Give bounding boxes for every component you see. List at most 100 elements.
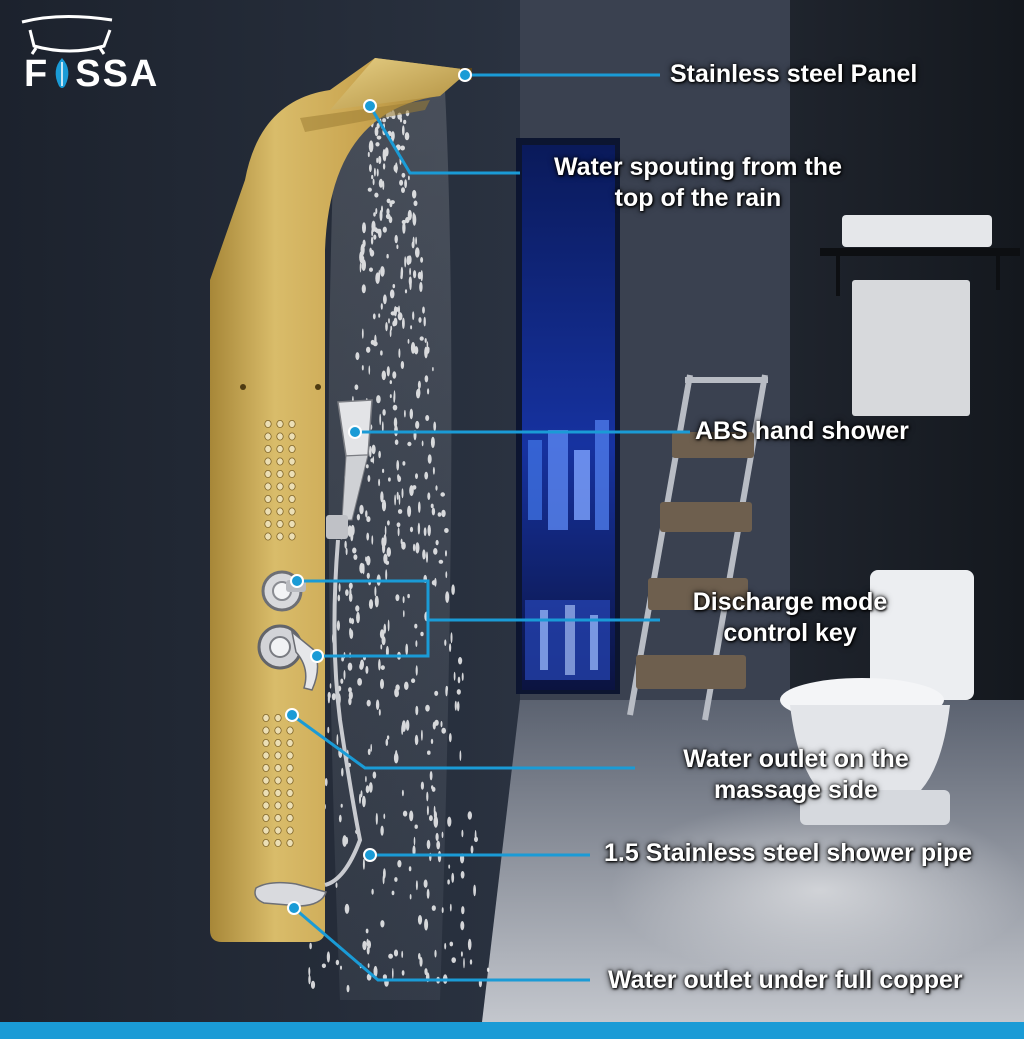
water-drop (461, 672, 464, 681)
water-drop (388, 477, 391, 482)
water-drop (445, 550, 447, 557)
water-drop (366, 938, 369, 947)
water-drop (405, 643, 409, 655)
water-drop (392, 284, 396, 289)
water-drop (430, 436, 435, 449)
water-drop (467, 811, 472, 820)
massage-jet (288, 469, 296, 478)
water-drop (370, 236, 374, 245)
water-drop (418, 317, 422, 323)
water-drop (355, 352, 360, 361)
water-drop (348, 691, 353, 700)
water-drop (380, 825, 384, 836)
water-drop (407, 505, 412, 517)
water-drop (365, 556, 367, 562)
water-drop (342, 835, 347, 847)
water-drop (368, 599, 374, 610)
massage-jet (262, 739, 270, 748)
water-drop (423, 552, 426, 559)
water-drop (349, 627, 352, 637)
water-drop (388, 216, 393, 224)
water-drop (426, 341, 429, 349)
water-drop (435, 485, 438, 491)
water-drop (415, 880, 418, 891)
water-drop (415, 705, 419, 716)
water-drop (394, 494, 396, 506)
water-drop (445, 686, 448, 692)
massage-jet (262, 726, 270, 735)
water-drop (440, 492, 446, 497)
water-drop (423, 527, 427, 537)
massage-jet (288, 494, 296, 503)
water-drop (356, 611, 360, 624)
water-drop (433, 421, 437, 432)
water-drop (395, 684, 400, 691)
water-drop (451, 957, 457, 963)
water-drop (402, 317, 405, 329)
massage-jet (276, 494, 284, 503)
water-drop (343, 670, 346, 680)
massage-jet (274, 751, 282, 760)
water-drop (393, 417, 398, 428)
water-drop (386, 366, 390, 377)
water-drop (425, 704, 430, 712)
water-drop (414, 346, 419, 355)
water-drop (399, 179, 404, 186)
water-drop (401, 970, 405, 976)
water-drop (354, 384, 359, 391)
water-drop (417, 915, 423, 925)
water-drop (378, 313, 381, 318)
water-drop (412, 543, 416, 552)
water-drop (424, 471, 429, 480)
water-drop (423, 316, 426, 327)
massage-jet (262, 839, 270, 848)
water-drop (353, 554, 358, 560)
tub-spout (254, 881, 327, 907)
water-drop (401, 219, 407, 225)
water-drop (375, 228, 380, 234)
water-drop (366, 516, 371, 523)
water-drop (374, 595, 379, 608)
water-drop (431, 507, 436, 516)
water-drop (361, 328, 364, 339)
water-drop (415, 665, 418, 676)
massage-jet (264, 432, 272, 441)
water-drop (473, 884, 476, 897)
water-drop (427, 524, 431, 537)
water-drop (359, 504, 364, 515)
water-drop (373, 167, 376, 177)
line-copper (293, 906, 590, 982)
massage-jet (274, 801, 282, 810)
water-drop (412, 311, 415, 321)
water-drop (407, 339, 410, 344)
water-drop (379, 629, 385, 639)
water-drop (378, 478, 381, 487)
water-drop (369, 267, 373, 272)
water-drop (341, 656, 344, 662)
massage-jet (286, 739, 294, 748)
water-drop (447, 816, 452, 827)
callout-discharge: Discharge mode control key (670, 587, 910, 649)
water-drop (373, 234, 377, 240)
water-drop (437, 512, 442, 517)
water-drop (336, 734, 339, 746)
water-drop (444, 639, 447, 646)
massage-jet (274, 839, 282, 848)
water-drop (362, 940, 367, 951)
water-drop (421, 729, 423, 741)
water-drop (359, 562, 365, 574)
water-drop (474, 830, 477, 842)
water-drop (431, 785, 434, 790)
water-drop (458, 657, 463, 665)
water-drop (456, 689, 461, 695)
water-drop (344, 540, 347, 549)
water-drop (382, 226, 387, 233)
water-drop (389, 329, 392, 338)
water-drop (381, 370, 386, 381)
water-drop (420, 781, 424, 790)
massage-jet (264, 520, 272, 529)
water-drop (366, 699, 371, 707)
water-drop (350, 524, 355, 536)
water-drop (383, 813, 386, 820)
water-drop (421, 440, 424, 447)
